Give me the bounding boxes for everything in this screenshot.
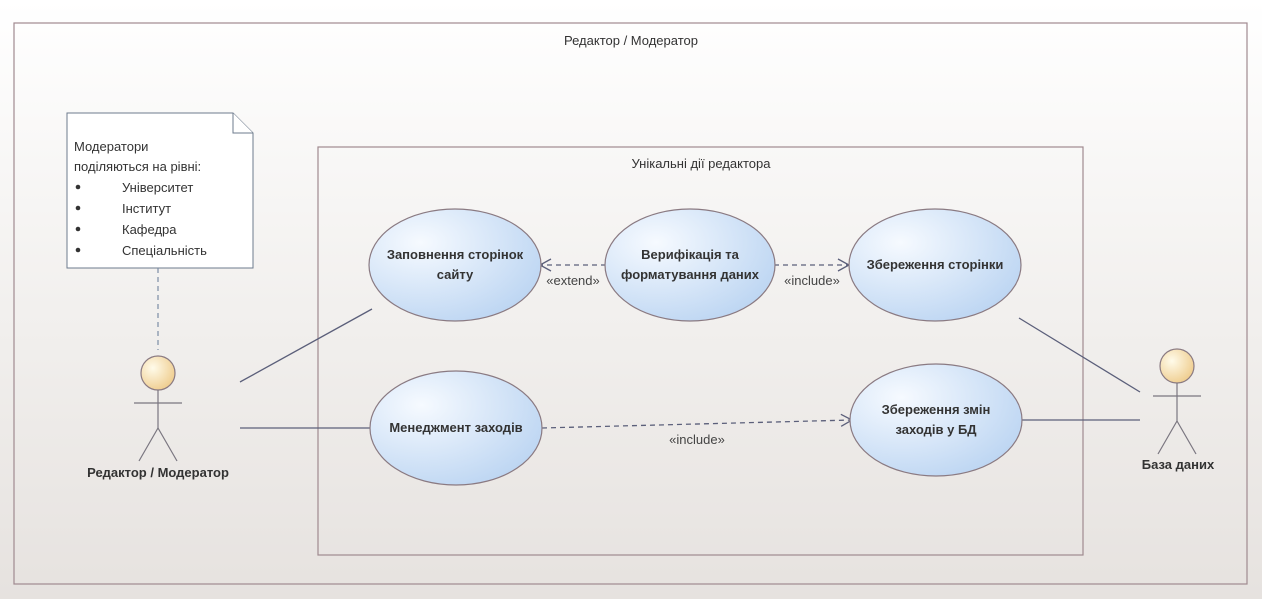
actor-editor-label: Редактор / Модератор [87, 465, 229, 480]
usecase-verify-format-line-2: форматування даних [621, 267, 760, 282]
actor-head-icon [140, 355, 176, 391]
usecase-save-event-changes-line-1: Збереження змін [882, 402, 991, 417]
usecase-save-event-changes-line-2: заходів у БД [895, 422, 977, 437]
usecase-manage-events[interactable]: Менеджмент заходів [369, 370, 543, 486]
usecase-save-page[interactable]: Збереження сторінки [848, 208, 1022, 322]
usecase-save-page-line-1: Збереження сторінки [867, 257, 1004, 272]
note-item: Спеціальність [122, 243, 207, 258]
usecase-manage-events-line-1: Менеджмент заходів [389, 420, 522, 435]
note-heading-line-2: поділяються на рівні: [74, 159, 201, 174]
bullet-icon [75, 205, 81, 211]
inner-boundary [317, 146, 1084, 556]
bullet-icon [75, 226, 81, 232]
outer-boundary-title: Редактор / Модератор [564, 33, 698, 48]
note: Модератори поділяються на рівні: Універс… [66, 112, 254, 269]
association-save-page-database [1018, 317, 1141, 393]
usecase-verify-format[interactable]: Верифікація та форматування даних [604, 208, 776, 322]
include-label-2: «include» [669, 432, 725, 447]
note-heading-line-1: Модератори [74, 139, 148, 154]
note-list: Університет Інститут Кафедра Спеціальніс… [75, 180, 207, 258]
extend-label: «extend» [546, 273, 600, 288]
usecase-fill-pages-line-2: сайту [437, 267, 474, 282]
usecase-save-event-changes[interactable]: Збереження змін заходів у БД [849, 363, 1023, 477]
usecase-fill-pages-line-1: Заповнення сторінок [387, 247, 524, 262]
include-label-1: «include» [784, 273, 840, 288]
actor-editor[interactable]: Редактор / Модератор [87, 355, 229, 480]
bullet-icon [75, 247, 81, 253]
bullet-icon [75, 184, 81, 190]
inner-boundary-title: Унікальні дії редактора [631, 156, 771, 171]
association-editor-fill-pages [239, 308, 373, 383]
note-item: Університет [122, 180, 193, 195]
note-item: Кафедра [122, 222, 177, 237]
outer-boundary [13, 22, 1248, 585]
usecase-verify-format-line-1: Верифікація та [641, 247, 739, 262]
actor-head-icon [1159, 348, 1195, 384]
actor-database-label: База даних [1142, 457, 1215, 472]
actor-database[interactable]: База даних [1142, 348, 1215, 472]
usecase-fill-pages[interactable]: Заповнення сторінок сайту [368, 208, 542, 322]
include-arrow-2 [541, 413, 854, 429]
note-item: Інститут [122, 201, 171, 216]
